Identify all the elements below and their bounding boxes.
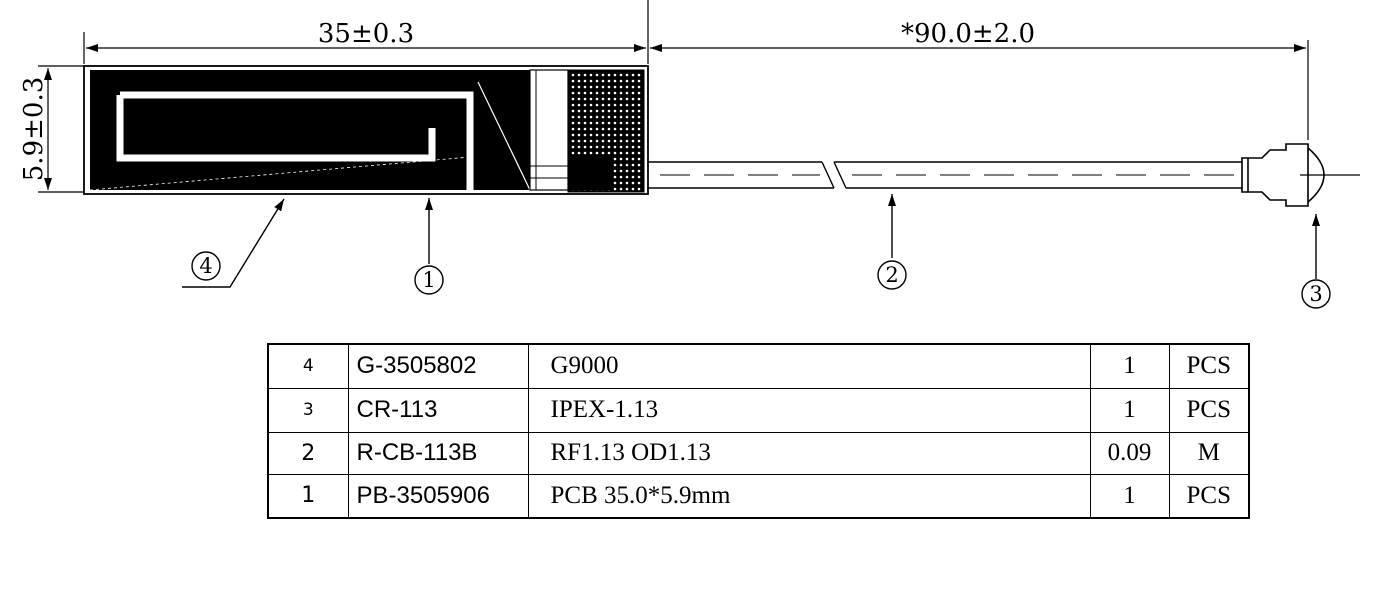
bill-of-materials-table: 4 G-3505802 G9000 1 PCS 3 CR-113 IPEX-1.… [267, 343, 1250, 519]
part-description: IPEX-1.13 [527, 387, 1091, 433]
unit: M [1168, 431, 1250, 475]
part-number: G-3505802 [347, 343, 529, 389]
part-number: CR-113 [347, 387, 529, 433]
pcb-body [83, 65, 649, 195]
coax-cable [648, 161, 1242, 189]
item-number: 3 [267, 387, 349, 433]
balloon-4: 4 [191, 251, 221, 281]
quantity: 0.09 [1089, 431, 1170, 475]
svg-text:3: 3 [1309, 282, 1322, 306]
part-description: G9000 [527, 343, 1091, 389]
part-description: PCB 35.0*5.9mm [527, 473, 1091, 519]
quantity: 1 [1089, 387, 1170, 433]
unit: PCS [1168, 387, 1250, 433]
pcb-length-label: 35±0.3 [318, 19, 414, 49]
balloon-3: 3 [1301, 279, 1331, 309]
item-number: 1 [267, 473, 349, 519]
unit: PCS [1168, 343, 1250, 389]
balloon-1: 1 [414, 265, 444, 295]
table-row: 3 CR-113 IPEX-1.13 1 PCS [267, 387, 1250, 433]
quantity: 1 [1089, 473, 1170, 519]
svg-text:4: 4 [199, 254, 212, 278]
pcb-width-label: 5.9±0.3 [19, 77, 49, 181]
table-row: 1 PB-3505906 PCB 35.0*5.9mm 1 PCS [267, 473, 1250, 519]
unit: PCS [1168, 473, 1250, 519]
part-description: RF1.13 OD1.13 [527, 431, 1091, 475]
part-number: PB-3505906 [347, 473, 529, 519]
table-row: 2 R-CB-113B RF1.13 OD1.13 0.09 M [267, 431, 1250, 475]
item-number: 2 [267, 431, 349, 475]
svg-text:2: 2 [885, 263, 898, 287]
part-number: R-CB-113B [347, 431, 529, 475]
antenna-radiator [90, 70, 530, 190]
leader-lines [182, 194, 1320, 288]
ipex-connector [1241, 143, 1360, 207]
cable-length-label: *90.0±2.0 [901, 19, 1035, 49]
dimension-lines [44, 44, 1306, 190]
item-number: 4 [267, 343, 349, 389]
extension-lines [38, 0, 1309, 193]
svg-text:1: 1 [422, 268, 435, 292]
quantity: 1 [1089, 343, 1170, 389]
balloon-2: 2 [877, 260, 907, 290]
table-row: 4 G-3505802 G9000 1 PCS [267, 343, 1250, 389]
